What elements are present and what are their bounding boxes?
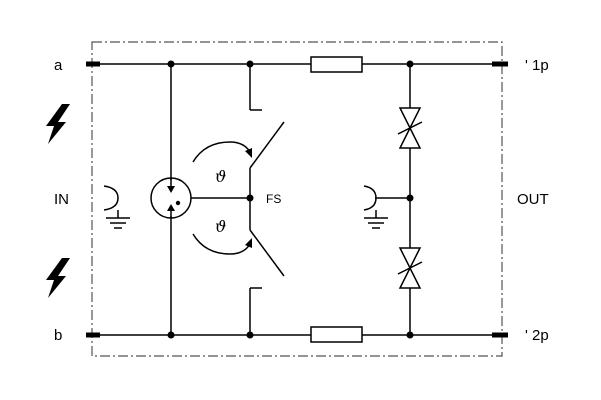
terminal-a-label: a	[54, 57, 63, 74]
lightning-icon	[46, 258, 70, 298]
bottom-resistor	[310, 326, 363, 343]
input-ground-symbol	[103, 185, 130, 229]
theta-upper-symbol: ϑ	[215, 167, 226, 186]
theta-lower-symbol: ϑ	[215, 217, 226, 236]
tvs-diode-upper	[397, 64, 423, 198]
enclosure-boundary	[91, 41, 503, 357]
output-ground-symbol	[363, 185, 410, 229]
lightning-icon	[46, 104, 70, 144]
terminal-b-label: b	[54, 327, 62, 344]
top-resistor	[310, 56, 363, 73]
tvs-diode-lower	[397, 198, 423, 335]
input-label: IN	[54, 191, 69, 208]
gas-discharge-tube	[150, 64, 250, 335]
fail-safe-switch	[249, 64, 285, 335]
output-terminal-2-label: ' 2p	[525, 327, 549, 344]
output-label: OUT	[517, 191, 549, 208]
thermal-arrow-lower	[192, 233, 252, 255]
thermal-arrow-upper	[192, 141, 252, 163]
switch-label: FS	[266, 192, 281, 206]
output-terminal-1-label: ' 1p	[525, 57, 549, 74]
